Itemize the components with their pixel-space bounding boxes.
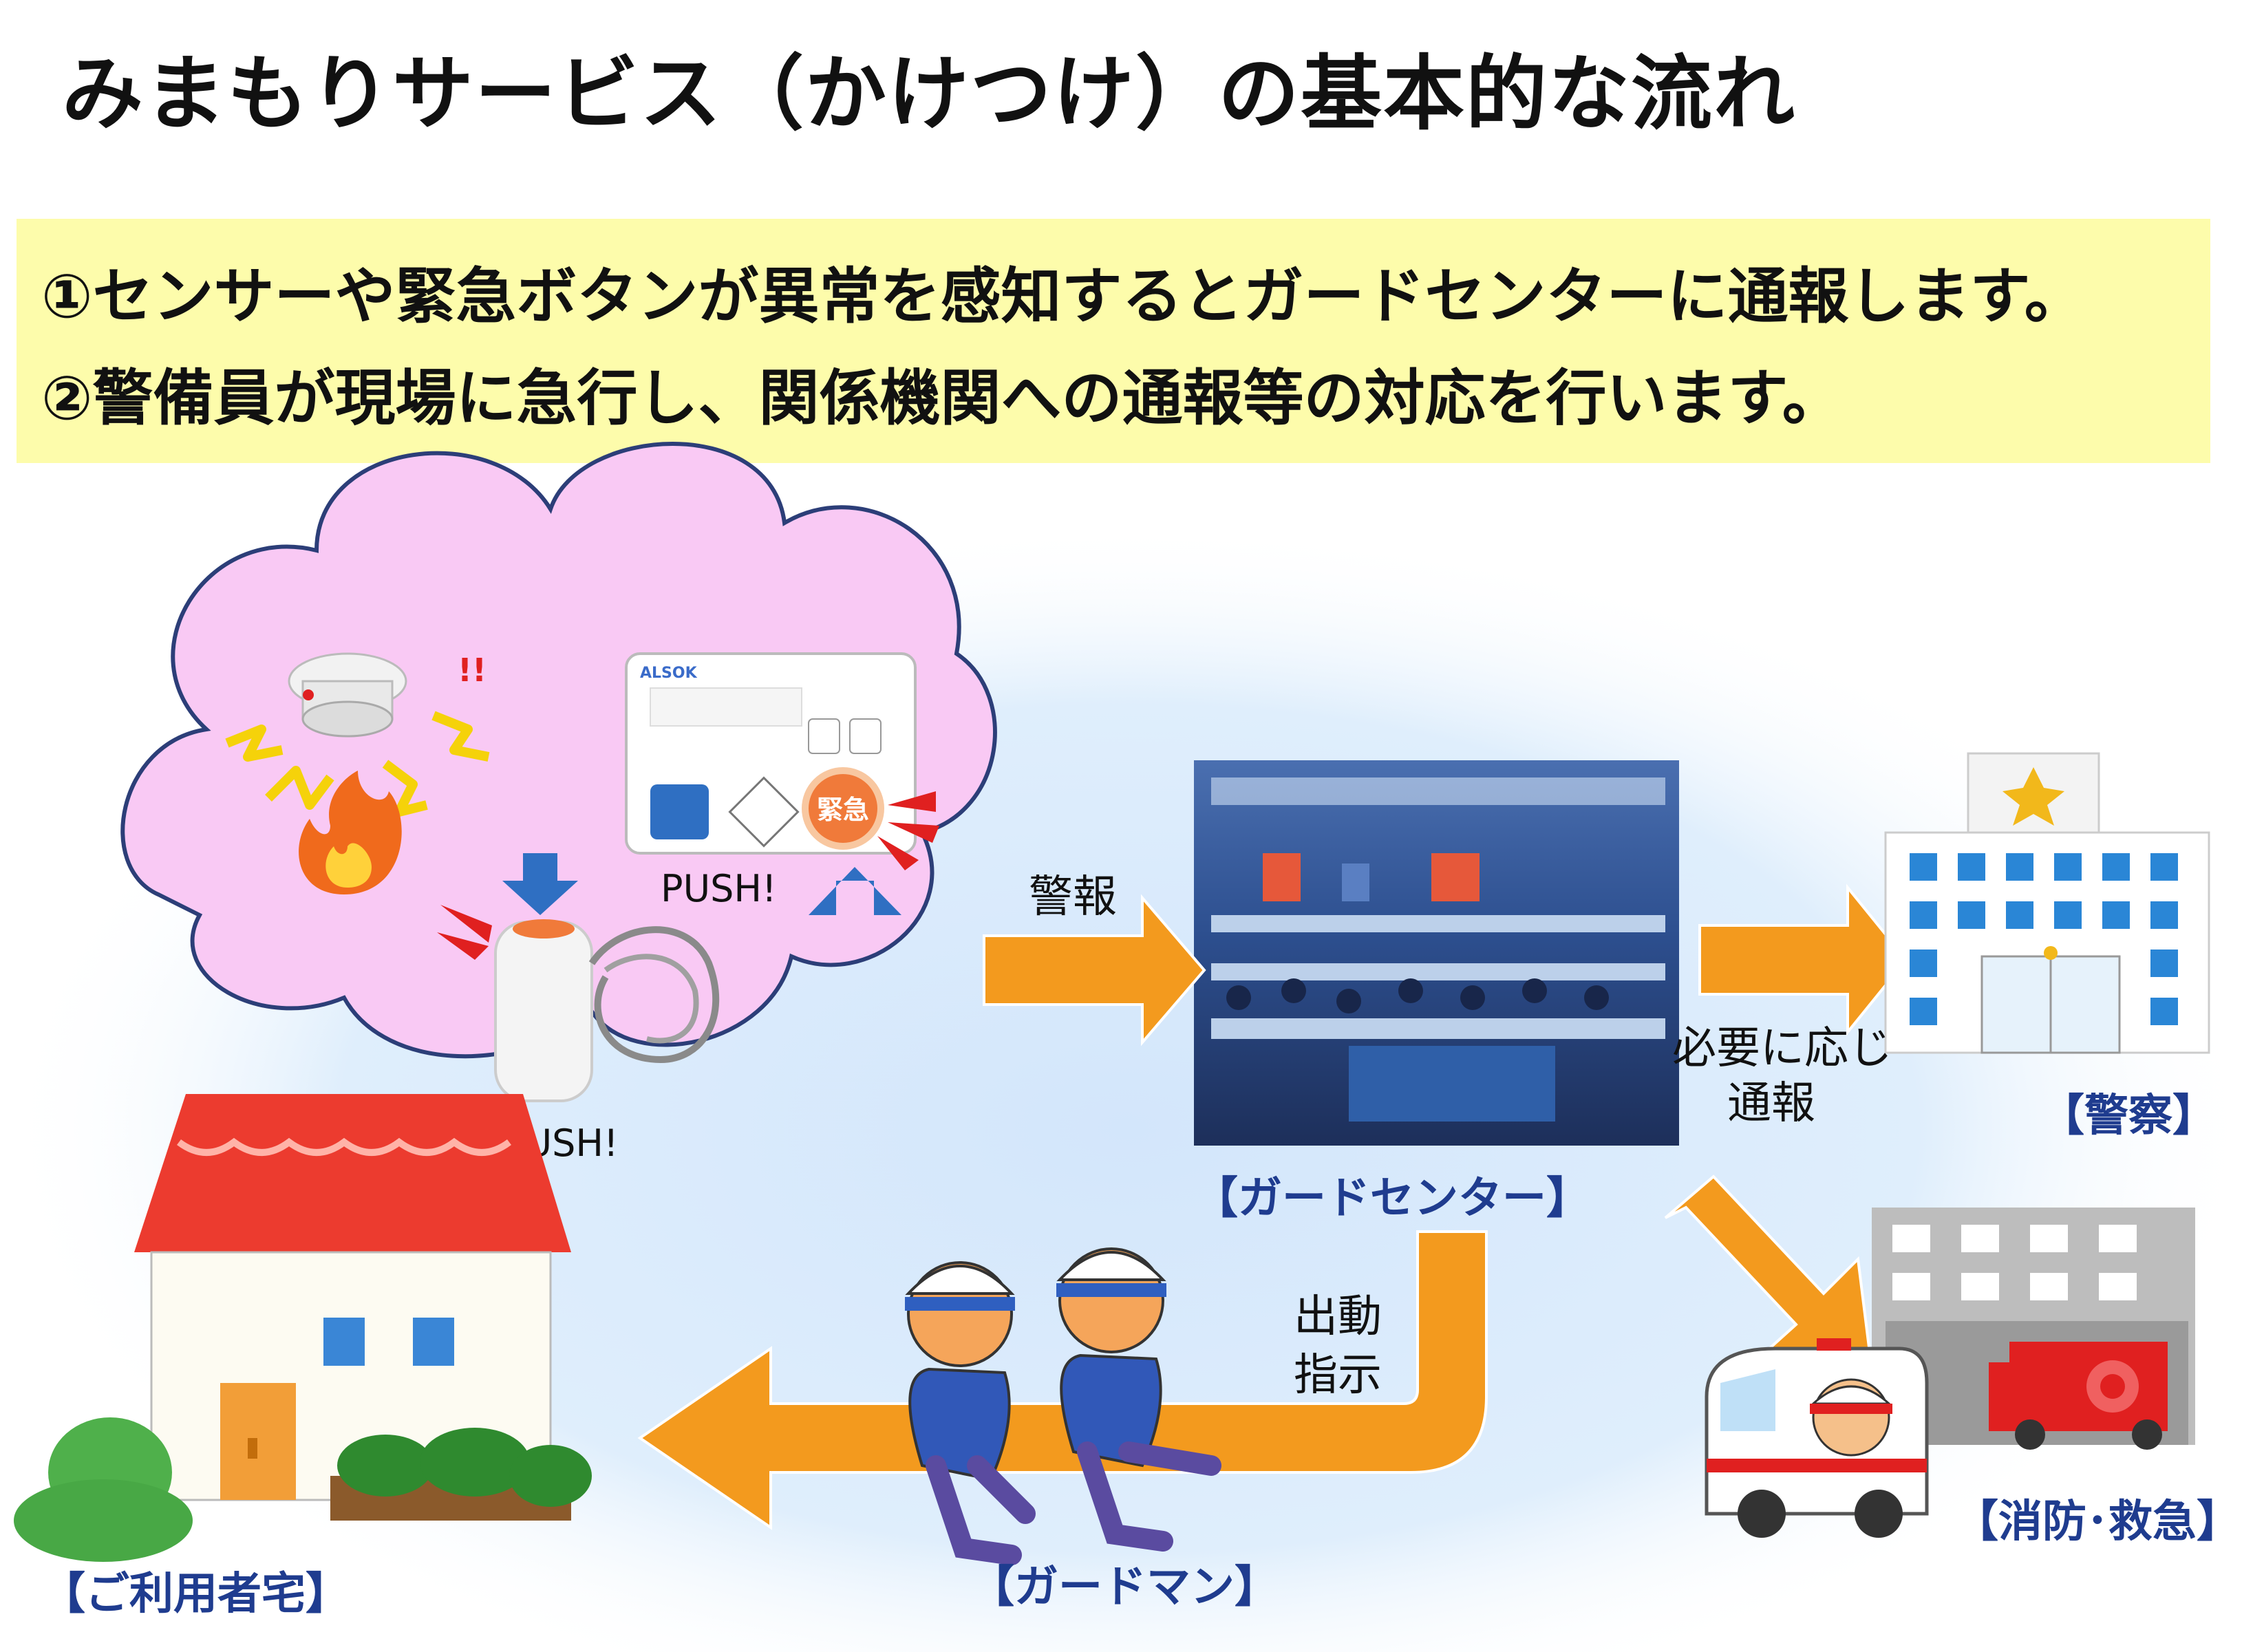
pendant-button-icon	[494, 919, 720, 1102]
dispatch-arrow	[637, 1230, 1488, 1530]
blue-arrow-down-icon	[502, 853, 578, 915]
dispatch-label-2: 指示	[1294, 1350, 1382, 1401]
fire-label: 【消防･救急】	[1954, 1497, 2241, 1547]
guardman-icon-1	[905, 1261, 1036, 1565]
alert-wedge-icon	[877, 791, 939, 870]
alert-marks: !!	[458, 652, 487, 689]
police-label: 【警察】	[2040, 1091, 2217, 1141]
push-label-right: PUSH!	[661, 867, 777, 910]
intro-step-1: ①センサーや緊急ボタンが異常を感知するとガードセンターに通報します。	[41, 261, 2085, 332]
control-panel: ALSOK 緊急	[625, 652, 917, 855]
police-building-icon	[1884, 752, 2210, 1054]
guardman-label: 【ガードマン】	[970, 1562, 1279, 1613]
page-title: みまもりサービス（かけつけ）の基本的な流れ	[62, 46, 1797, 141]
alarm-zigzag-icon	[225, 711, 490, 817]
fire-station-icon	[1872, 1208, 2195, 1450]
police-arrow	[1698, 883, 1908, 1036]
dispatch-label-1: 出動	[1294, 1291, 1382, 1342]
intro-step-2: ②警備員が現場に急行し、関係機関への通報等の対応を行います。	[41, 363, 1843, 433]
smoke-detector-icon	[288, 652, 407, 738]
intro-box: ①センサーや緊急ボタンが異常を感知するとガードセンターに通報します。 ②警備員が…	[17, 219, 2210, 463]
alert-wedge-icon-left	[437, 905, 492, 960]
emergency-button-label: 緊急	[817, 795, 869, 825]
fire-icon	[299, 771, 402, 894]
center-label: 【ガードセンター】	[1194, 1173, 1590, 1224]
notify-label-1: 必要に応じ	[1672, 1023, 1892, 1074]
panel-brand: ALSOK	[640, 665, 698, 682]
guardman-icon-2	[1056, 1247, 1221, 1552]
ambulance-icon	[1705, 1338, 1929, 1538]
home-label: 【ご利用者宅】	[41, 1569, 350, 1620]
alarm-arrow	[983, 894, 1206, 1047]
blue-arrow-up-icon	[809, 867, 901, 915]
alarm-label: 警報	[1029, 872, 1117, 923]
notify-label-2: 通報	[1727, 1078, 1815, 1129]
guard-center-photo	[1194, 760, 1679, 1146]
house-icon	[14, 1094, 592, 1562]
